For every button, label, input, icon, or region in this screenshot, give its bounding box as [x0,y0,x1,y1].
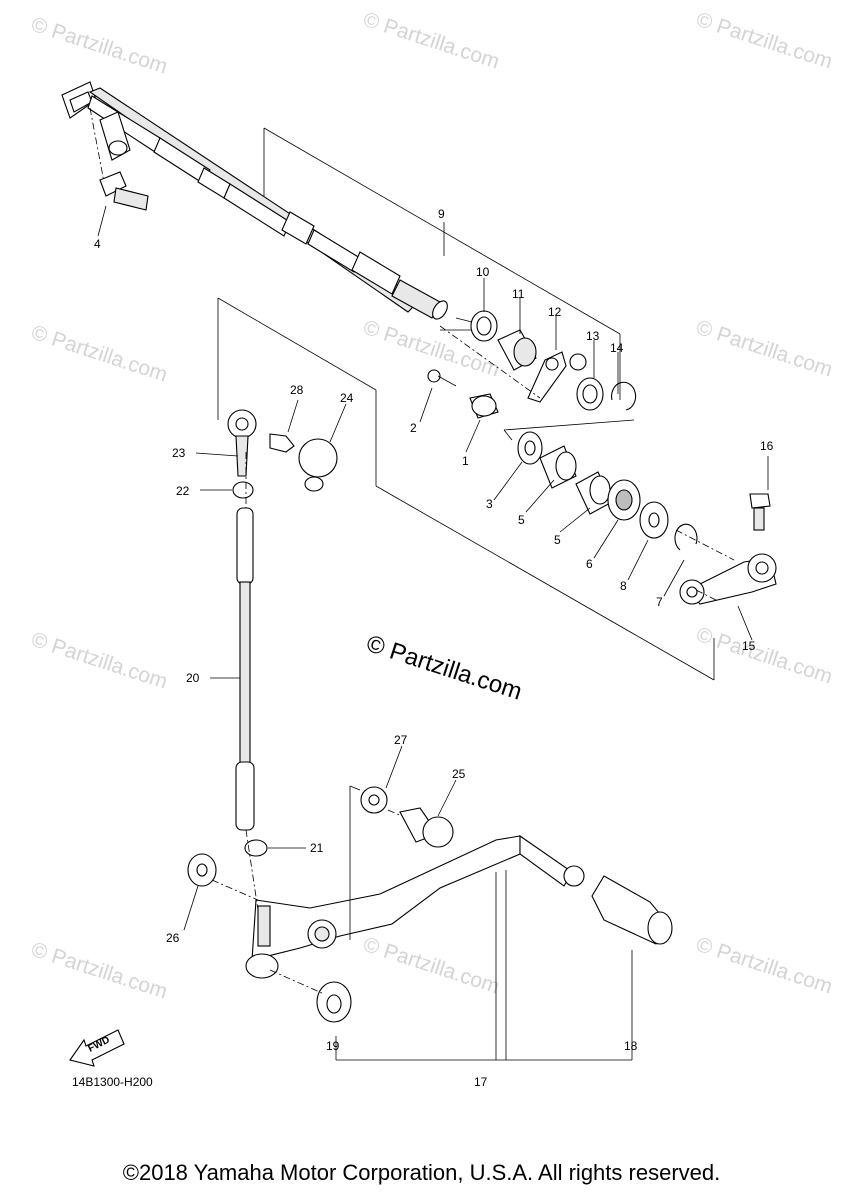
joint-cap-24 [298,438,338,492]
callout-24: 24 [340,391,354,405]
washer-26 [187,853,217,887]
callout-11: 11 [512,287,525,301]
nut-22 [232,481,254,499]
watermark-layer: © Partzilla.com © Partzilla.com © Partzi… [28,8,835,1004]
callout-5a: 5 [518,513,525,527]
watermark: © Partzilla.com [693,316,835,382]
rod-end-23 [227,409,257,477]
watermark: © Partzilla.com [28,13,170,79]
callout-16: 16 [760,439,774,453]
spring-1 [469,393,499,419]
callout-25: 25 [452,767,466,781]
callout-12: 12 [548,305,562,319]
pivot-bolt-25 [399,807,454,848]
bolt-4 [89,107,149,211]
clip-14 [611,381,637,411]
joint-cap-19 [316,981,352,1023]
callout-27: 27 [394,733,408,747]
callout-4: 4 [94,237,101,251]
washer-8 [639,501,669,539]
watermark: © Partzilla.com [360,8,502,74]
bearing-6 [607,479,641,521]
callout-7: 7 [656,595,663,609]
watermark: © Partzilla.com [693,623,835,689]
callout-14: 14 [610,341,624,355]
center-watermark: © Partzilla.com [363,630,525,706]
callout-5b: 5 [554,533,561,547]
washer-27 [360,786,388,814]
copyright-notice: ©2018 Yamaha Motor Corporation, U.S.A. A… [122,1160,721,1185]
callouts: 1 2 3 4 5 5 6 7 8 9 10 11 12 13 14 15 16… [94,207,774,1089]
lever-12 [527,351,587,403]
callout-1: 1 [462,454,469,468]
leader-lines [211,127,735,1061]
washer-13-hole [582,384,598,404]
shift-shaft [61,81,448,320]
callout-15: 15 [742,639,756,653]
diagram-code: 14B1300-H200 [72,1075,153,1089]
washer-3 [517,431,543,465]
callout-22: 22 [176,484,190,498]
callout-3: 3 [486,497,493,511]
callout-17: 17 [474,1075,488,1089]
callout-19: 19 [326,1039,340,1053]
shift-rod-20 [235,507,255,831]
shift-pedal-17 [245,834,585,979]
spring-10 [440,310,498,342]
nut-21 [244,839,268,857]
callout-26: 26 [166,931,180,945]
collar-5a [539,445,577,489]
watermark: © Partzilla.com [28,321,170,387]
callout-10: 10 [476,265,490,279]
callout-13: 13 [586,329,600,343]
callout-9: 9 [438,207,445,221]
callout-20: 20 [186,671,200,685]
callout-21: 21 [310,841,324,855]
callout-28: 28 [290,383,304,397]
bolt-2 [427,369,457,387]
callout-18: 18 [624,1039,638,1053]
shift-arm-15 [679,553,777,605]
callout-23: 23 [172,446,186,460]
watermark: © Partzilla.com [360,933,502,999]
callout-2: 2 [410,421,417,435]
collar-5b [575,471,613,515]
bolt-28 [269,433,295,453]
watermark: © Partzilla.com [693,8,835,74]
bolt-16 [749,493,771,531]
watermark: © Partzilla.com [28,938,170,1004]
circlip-7 [674,523,698,551]
pedal-rubber-18 [591,875,673,945]
callout-8: 8 [620,579,627,593]
watermark: © Partzilla.com [693,933,835,999]
watermark: © Partzilla.com [28,628,170,694]
fwd-arrow-icon: FWD [69,1029,125,1067]
collar-11 [497,329,537,371]
callout-leaders [97,205,769,931]
callout-6: 6 [586,557,593,571]
